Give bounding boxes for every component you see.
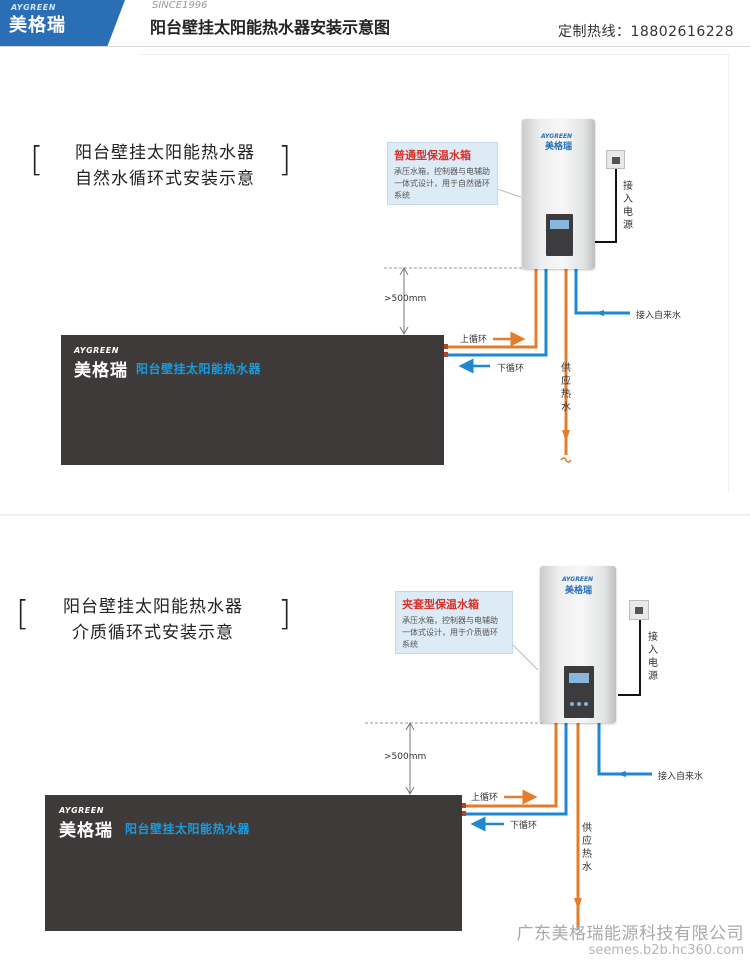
since-text: SINCE1996 bbox=[152, 0, 208, 11]
power-cable bbox=[595, 169, 617, 243]
upper-loop-label: 上循环 bbox=[471, 793, 499, 803]
hot-water-label: 供应热水 bbox=[582, 823, 592, 873]
diagram1-title-line2: 自然水循环式安装示意 bbox=[75, 169, 255, 189]
lower-loop-pipe bbox=[445, 268, 548, 357]
hot-water-label: 供应热水 bbox=[561, 363, 571, 413]
distance-label: >500mm bbox=[384, 752, 427, 762]
power-socket-icon bbox=[635, 607, 643, 614]
diagram1-power-box bbox=[606, 150, 625, 169]
pipe-stub bbox=[461, 811, 466, 816]
diagram2-title: 阳台壁挂太阳能热水器 介质循环式安装示意 bbox=[38, 594, 268, 646]
tap-water-pipe bbox=[574, 268, 630, 315]
tank-controller bbox=[564, 666, 594, 718]
tap-water-label: 接入自来水 bbox=[658, 772, 704, 782]
diagram2-water-tank: AYGREEN 美格瑞 bbox=[540, 566, 616, 723]
section-divider bbox=[0, 514, 750, 516]
watermark-company: 广东美格瑞能源科技有限公司 bbox=[516, 924, 744, 944]
pipe-stub bbox=[461, 803, 466, 808]
hot-water-end bbox=[560, 457, 572, 463]
tank-logo-cn: 美格瑞 bbox=[545, 142, 573, 152]
brand-logo: AYGREEN 美格瑞 bbox=[0, 0, 125, 46]
panel-product-name: 阳台壁挂太阳能热水器 bbox=[125, 822, 251, 836]
dimension-arrow-bottom bbox=[405, 786, 415, 796]
diagram1-callout: 普通型保温水箱 承压水箱，控制器与电辅助一体式设计，用于自然循环系统 bbox=[387, 142, 498, 205]
upper-loop-pipe bbox=[463, 723, 558, 808]
bracket-left: [ bbox=[16, 594, 30, 634]
frame-line bbox=[140, 54, 730, 55]
logo-en: AYGREEN bbox=[11, 3, 56, 12]
page-title: 阳台壁挂太阳能热水器安装示意图 bbox=[150, 18, 391, 37]
panel-product-name: 阳台壁挂太阳能热水器 bbox=[136, 362, 262, 376]
controller-screen bbox=[550, 220, 569, 229]
controller-button bbox=[584, 702, 588, 706]
frame-line-vertical bbox=[728, 54, 729, 492]
callout-pointer bbox=[496, 188, 522, 198]
tank-controller bbox=[546, 214, 573, 256]
bracket-right: ] bbox=[278, 140, 292, 180]
bracket-right: ] bbox=[278, 594, 292, 634]
callout-pointer bbox=[512, 644, 539, 671]
controller-button bbox=[577, 702, 581, 706]
tank-logo-en: AYGREEN bbox=[541, 133, 573, 140]
diagram1-title: 阳台壁挂太阳能热水器 自然水循环式安装示意 bbox=[50, 140, 280, 192]
controller-screen bbox=[569, 673, 589, 683]
power-cable bbox=[618, 620, 641, 696]
callout-title: 夹套型保温水箱 bbox=[402, 598, 479, 611]
power-label: 接入电源 bbox=[623, 181, 633, 231]
lower-loop-label: 下循环 bbox=[510, 821, 538, 831]
tank-logo-en: AYGREEN bbox=[562, 576, 594, 583]
upper-loop-label: 上循环 bbox=[460, 335, 488, 345]
dimension-arrow-top bbox=[405, 721, 415, 731]
bracket-left: [ bbox=[30, 140, 44, 180]
diagram1-title-line1: 阳台壁挂太阳能热水器 bbox=[75, 143, 255, 163]
diagram2-power-box bbox=[629, 600, 649, 620]
header-divider bbox=[0, 46, 750, 47]
diagram2-title-line1: 阳台壁挂太阳能热水器 bbox=[63, 597, 243, 617]
diagram1-water-tank: AYGREEN 美格瑞 bbox=[522, 119, 595, 269]
watermark-url: seemes.b2b.hc360.com bbox=[588, 943, 744, 958]
controller-button bbox=[570, 702, 574, 706]
diagram2-callout: 夹套型保温水箱 承压水箱，控制器与电辅助一体式设计，用于介质循环系统 bbox=[395, 591, 513, 654]
lower-loop-label: 下循环 bbox=[497, 364, 525, 374]
diagram1-solar-panel: AYGREEN 美格瑞 阳台壁挂太阳能热水器 bbox=[61, 335, 444, 465]
distance-label: >500mm bbox=[384, 294, 427, 304]
dimension-arrow-bottom bbox=[399, 326, 409, 336]
tank-logo-cn: 美格瑞 bbox=[565, 586, 593, 596]
power-label: 接入电源 bbox=[648, 632, 658, 682]
callout-body: 承压水箱，控制器与电辅助一体式设计，用于介质循环系统 bbox=[402, 616, 498, 649]
callout-title: 普通型保温水箱 bbox=[394, 149, 471, 162]
tap-water-pipe bbox=[597, 723, 652, 776]
panel-logo-en: AYGREEN bbox=[59, 806, 104, 815]
panel-logo-cn: 美格瑞 bbox=[59, 821, 113, 841]
header-bar: AYGREEN 美格瑞 SINCE1996 阳台壁挂太阳能热水器安装示意图 定制… bbox=[0, 0, 750, 46]
logo-cn: 美格瑞 bbox=[9, 15, 66, 36]
power-socket-icon bbox=[612, 157, 620, 164]
hot-water-arrow bbox=[562, 430, 570, 442]
upper-loop-pipe bbox=[445, 268, 538, 349]
tap-water-arrow bbox=[594, 310, 604, 316]
hotline-text: 定制热线：18802616228 bbox=[558, 24, 734, 40]
pipe-stub bbox=[443, 352, 448, 357]
tap-water-arrow bbox=[616, 771, 626, 777]
callout-body: 承压水箱，控制器与电辅助一体式设计，用于自然循环系统 bbox=[394, 167, 490, 200]
diagram2-solar-panel: AYGREEN 美格瑞 阳台壁挂太阳能热水器 bbox=[45, 795, 462, 931]
diagram2-title-line2: 介质循环式安装示意 bbox=[72, 623, 234, 643]
dimension-arrow-top bbox=[399, 266, 409, 276]
lower-loop-pipe bbox=[463, 723, 568, 816]
tap-water-label: 接入自来水 bbox=[636, 311, 682, 321]
panel-logo-cn: 美格瑞 bbox=[74, 361, 128, 381]
panel-logo-en: AYGREEN bbox=[74, 346, 119, 355]
pipe-stub bbox=[443, 344, 448, 349]
hot-water-arrow bbox=[574, 898, 582, 910]
